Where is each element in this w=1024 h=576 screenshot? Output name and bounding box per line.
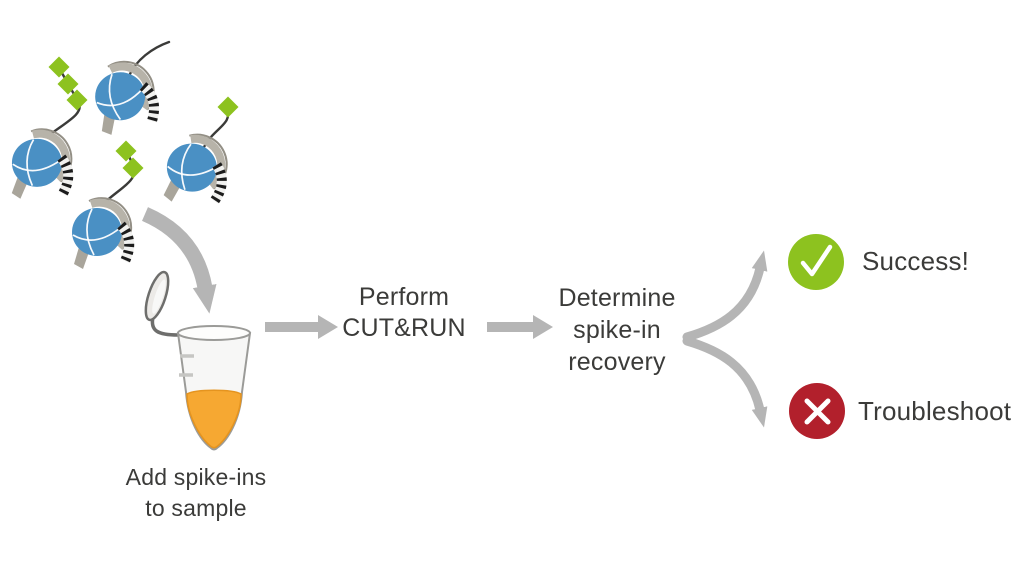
outcome-label-troubleshoot: Troubleshoot	[858, 396, 1012, 426]
arrow-to-determine-icon	[487, 315, 553, 339]
step-label-perform-cutrun: Perform CUT&RUN	[342, 283, 466, 342]
troubleshoot-badge	[789, 383, 845, 439]
step-label-determine-recovery: Determine spike-in recovery	[558, 284, 676, 376]
tube-cap-hinge	[150, 316, 179, 337]
tube-sample-liquid	[186, 389, 242, 449]
tube-rim	[177, 325, 251, 341]
branch-arrows	[682, 250, 768, 428]
arrow-to-troubleshoot-icon	[682, 336, 768, 428]
x-icon	[804, 398, 831, 425]
success-badge	[788, 234, 844, 290]
tube-graduations	[179, 354, 194, 377]
arrow-to-success-icon	[682, 250, 768, 342]
tube-open-cap	[144, 270, 170, 322]
check-icon	[800, 244, 833, 277]
step-label-add-spikeins: Add spike-ins to sample	[125, 464, 267, 521]
spike-in-cluster	[9, 40, 239, 269]
arrow-into-tube-icon	[141, 207, 217, 314]
nucleosome-spike-in-icons	[9, 58, 231, 269]
arrow-to-cutrun-icon	[265, 315, 338, 339]
sample-tube-icon	[144, 270, 252, 451]
outcome-label-success: Success!	[862, 246, 970, 276]
